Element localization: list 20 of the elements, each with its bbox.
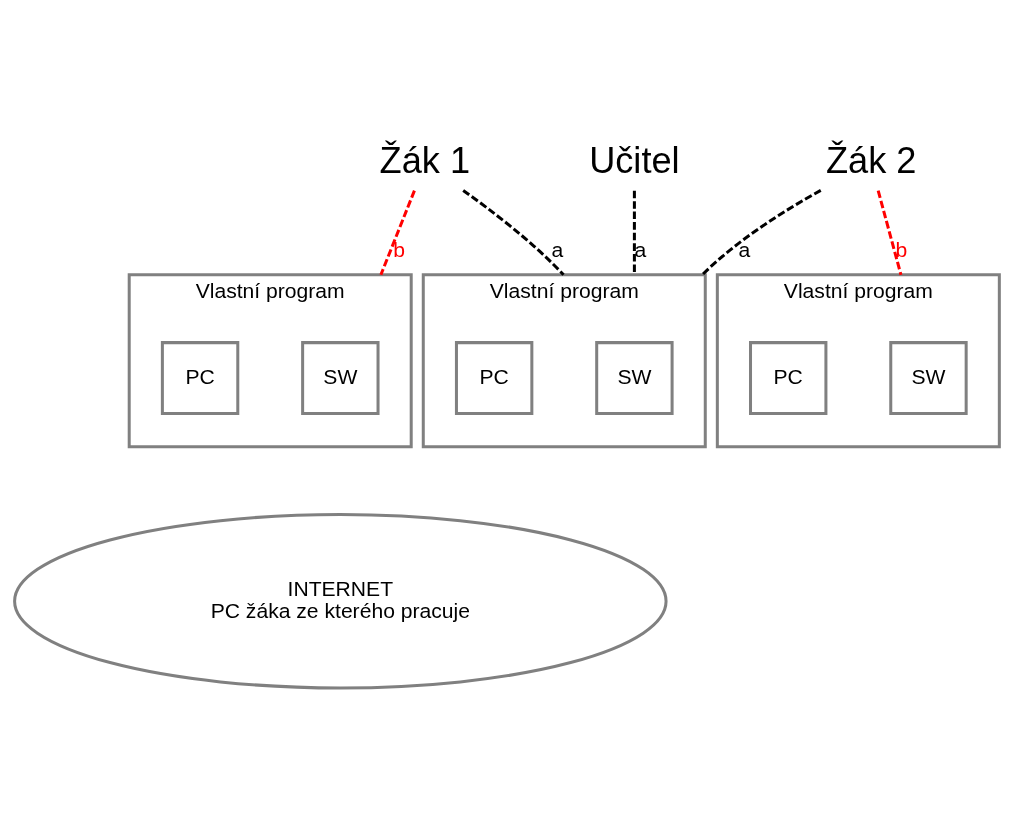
node-text: Učitel — [589, 139, 680, 181]
node-box: PC — [749, 340, 828, 415]
connector — [632, 190, 636, 275]
node-box: SW — [595, 340, 674, 415]
node-box: SW — [889, 340, 968, 415]
edge-label: b — [393, 237, 406, 261]
connector — [701, 188, 822, 276]
node-box: PC — [160, 340, 240, 415]
connector — [462, 188, 565, 276]
node-box: SW — [301, 340, 380, 415]
edge-label: a — [551, 237, 564, 261]
edge-label: b — [895, 237, 908, 261]
edge-label: a — [738, 237, 751, 261]
edge-label: a — [634, 237, 647, 261]
node-ellipse: INTERNET PC žáka ze kterého pracuje — [13, 512, 668, 689]
node-text: Žák 2 — [825, 139, 917, 181]
node-box: PC — [454, 340, 534, 415]
connector — [379, 189, 416, 275]
node-text: Žák 1 — [379, 139, 471, 181]
connector — [876, 189, 903, 275]
